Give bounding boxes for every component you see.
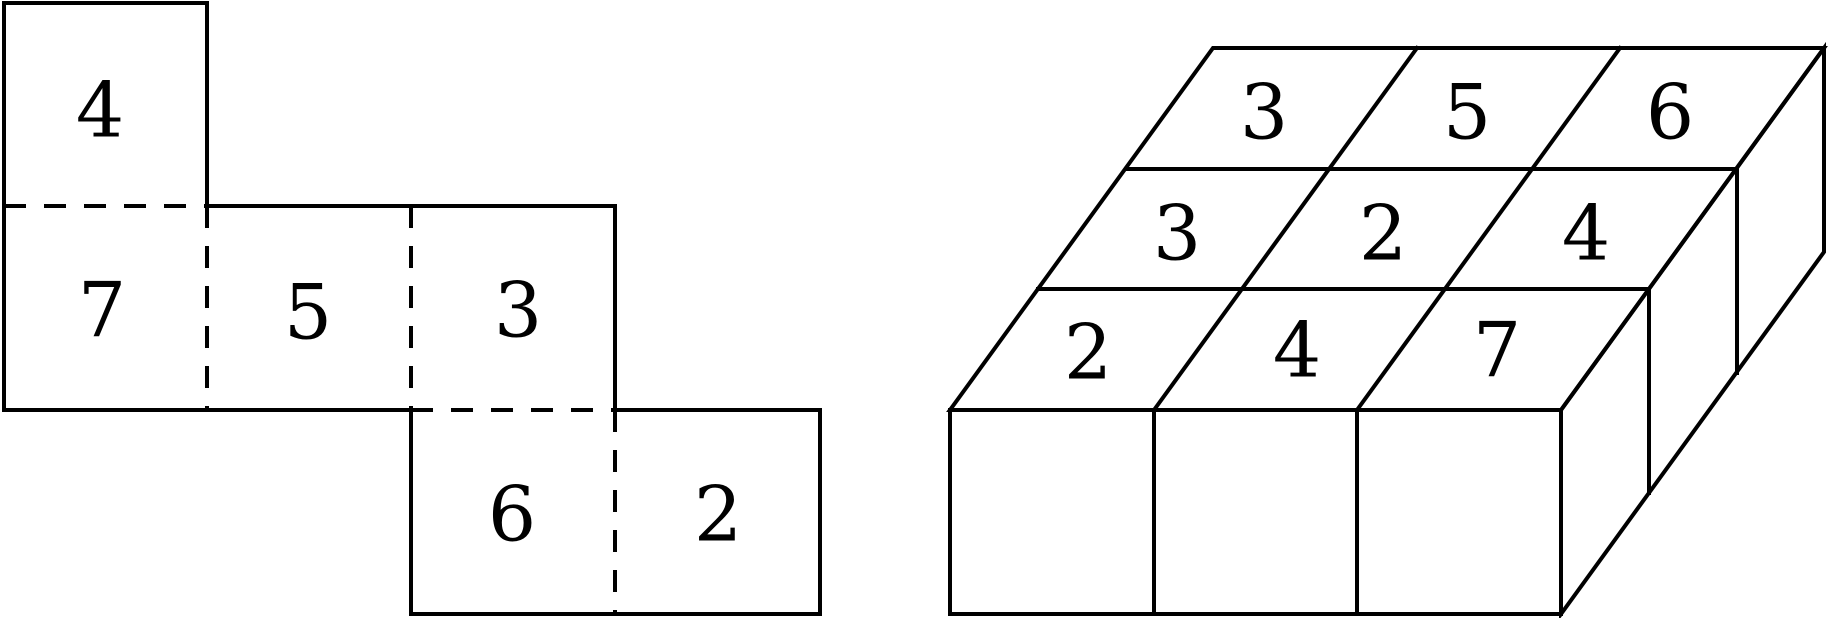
cube-top-label: 7 bbox=[1473, 306, 1521, 395]
cube-top-label: 3 bbox=[1240, 68, 1288, 157]
top-grid-line bbox=[1151, 45, 1420, 413]
cube-top-label: 2 bbox=[1064, 308, 1112, 397]
cube-top-label: 2 bbox=[1359, 189, 1407, 278]
cube-arrangement: 3 5 6 3 2 4 2 4 7 bbox=[946, 41, 1828, 618]
cube-top-label: 4 bbox=[1562, 189, 1610, 278]
front-face-outline bbox=[948, 408, 1563, 616]
cube-top-label: 6 bbox=[1646, 68, 1694, 157]
net-face-front-label: 5 bbox=[284, 268, 332, 357]
cube-net: 4 7 5 3 6 2 bbox=[2, 1, 822, 616]
top-grid-line bbox=[1354, 45, 1623, 413]
cube-top-label: 4 bbox=[1273, 306, 1321, 395]
net-outline bbox=[2, 1, 822, 616]
cube-top-label: 3 bbox=[1153, 189, 1201, 278]
net-face-right-label: 3 bbox=[494, 266, 542, 355]
net-face-top-label: 4 bbox=[76, 66, 124, 155]
cube-top-label: 5 bbox=[1443, 68, 1491, 157]
net-face-bottom-label: 6 bbox=[488, 470, 536, 559]
net-face-back-label: 2 bbox=[694, 470, 742, 559]
net-face-left-label: 7 bbox=[78, 266, 126, 355]
